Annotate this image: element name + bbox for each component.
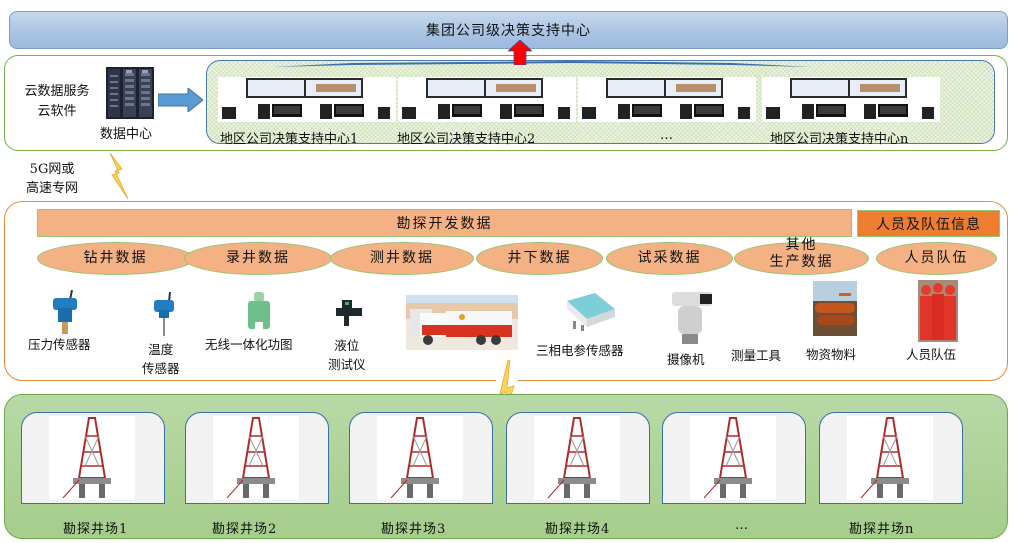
exploration-data-bar: 勘探开发数据	[37, 209, 852, 237]
regional-center-label: 地区公司决策支持中心2	[397, 132, 536, 147]
category-label: 录井数据	[226, 250, 290, 266]
workstation-monitors-icon	[402, 78, 570, 119]
surveillance-camera-icon	[672, 292, 712, 344]
category-personnel: 人员队伍	[876, 242, 997, 275]
category-label: 井下数据	[507, 250, 572, 266]
device-label: 人员队伍	[906, 347, 957, 362]
network-label-line1: 5G网或	[29, 162, 75, 177]
category-trial-production-data: 试采数据	[606, 242, 733, 275]
workstation-monitors-icon	[766, 78, 934, 119]
category-other-production-data: 其他 生产数据	[734, 237, 869, 275]
network-label-line2: 高速专网	[25, 181, 78, 196]
device-label: 物资物料	[806, 347, 857, 362]
well-site-card	[819, 412, 963, 504]
drilling-rig-icon	[62, 417, 111, 499]
temperature-sensor-icon	[154, 292, 174, 336]
well-site-label: 勘探井场3	[381, 522, 447, 537]
personnel-team-icon	[918, 280, 958, 342]
category-label-line1: 其他	[785, 236, 818, 253]
lightning-bolt-icon	[109, 153, 129, 199]
personnel-info-title: 人员及队伍信息	[876, 216, 981, 233]
drilling-rig-icon	[390, 417, 439, 499]
connector-streak	[272, 61, 812, 67]
category-logging-data: 录井数据	[184, 242, 332, 275]
device-label-line1: 温度	[148, 342, 174, 357]
regional-center-workstation	[578, 77, 756, 122]
cloud-service-label: 云数据服务 云软件	[12, 82, 102, 122]
well-site-card	[21, 412, 165, 504]
category-label: 测井数据	[370, 250, 434, 266]
datacenter-label: 数据中心	[100, 127, 153, 142]
device-label: 压力传感器	[28, 337, 91, 352]
wireless-dynamometer-icon	[248, 292, 270, 330]
device-label: 液位 测试仪	[328, 336, 366, 374]
device-label-line2: 测试仪	[328, 357, 366, 372]
three-phase-power-sensor-icon	[567, 293, 615, 331]
workstation-monitors-icon	[582, 78, 750, 119]
network-label: 5G网或 高速专网	[22, 160, 82, 198]
category-drilling-data: 钻井数据	[37, 242, 194, 275]
personnel-info-bar: 人员及队伍信息	[857, 210, 1000, 237]
device-label: 摄像机	[667, 352, 705, 367]
regional-center-workstation	[218, 77, 396, 122]
cloud-service-label-line1: 云数据服务	[24, 84, 90, 99]
well-site-label: 勘探井场4	[545, 522, 611, 537]
materials-pipes-icon	[813, 281, 857, 336]
well-site-label: 勘探井场n	[849, 522, 915, 537]
pressure-sensor-icon	[53, 290, 77, 334]
service-truck-icon	[406, 295, 518, 350]
group-decision-center-title: 集团公司级决策支持中心	[426, 23, 591, 39]
device-label-line2: 传感器	[142, 361, 180, 376]
drilling-rig-icon	[226, 417, 275, 499]
well-site-card	[185, 412, 329, 504]
well-site-card	[662, 412, 806, 504]
regional-center-workstation	[398, 77, 576, 122]
group-decision-center-bar: 集团公司级决策支持中心	[9, 11, 1008, 49]
exploration-data-title: 勘探开发数据	[396, 216, 493, 232]
drilling-rig-icon	[860, 417, 909, 499]
well-site-label: …	[735, 518, 749, 533]
device-label-line1: 液位	[334, 338, 360, 353]
well-site-card	[349, 412, 493, 504]
regional-center-label: 地区公司决策支持中心n	[770, 132, 909, 147]
right-arrow-icon	[158, 88, 203, 112]
category-downhole-data: 井下数据	[476, 242, 603, 275]
workstation-monitors-icon	[222, 78, 390, 119]
well-site-label: 勘探井场2	[212, 522, 278, 537]
device-label: 测量工具	[731, 348, 782, 363]
server-rack-icon	[106, 67, 154, 119]
category-label-line2: 生产数据	[769, 253, 834, 270]
regional-center-label: …	[660, 128, 673, 143]
well-site-card	[506, 412, 650, 504]
drilling-rig-icon	[547, 417, 596, 499]
well-site-label: 勘探井场1	[63, 522, 129, 537]
regional-center-workstation	[762, 77, 940, 122]
category-label: 钻井数据	[83, 250, 148, 266]
regional-center-label: 地区公司决策支持中心1	[220, 132, 359, 147]
cloud-service-label-line2: 云软件	[37, 104, 77, 119]
device-label: 温度 传感器	[142, 340, 180, 378]
up-arrow-icon	[508, 40, 532, 65]
device-label: 无线一体化功图	[205, 337, 293, 352]
category-well-logging-data: 测井数据	[330, 242, 474, 275]
category-label: 试采数据	[637, 250, 702, 266]
device-label: 三相电参传感器	[536, 343, 624, 358]
drilling-rig-icon	[703, 417, 752, 499]
category-label: 人员队伍	[904, 250, 969, 266]
liquid-level-tester-icon	[336, 300, 362, 326]
